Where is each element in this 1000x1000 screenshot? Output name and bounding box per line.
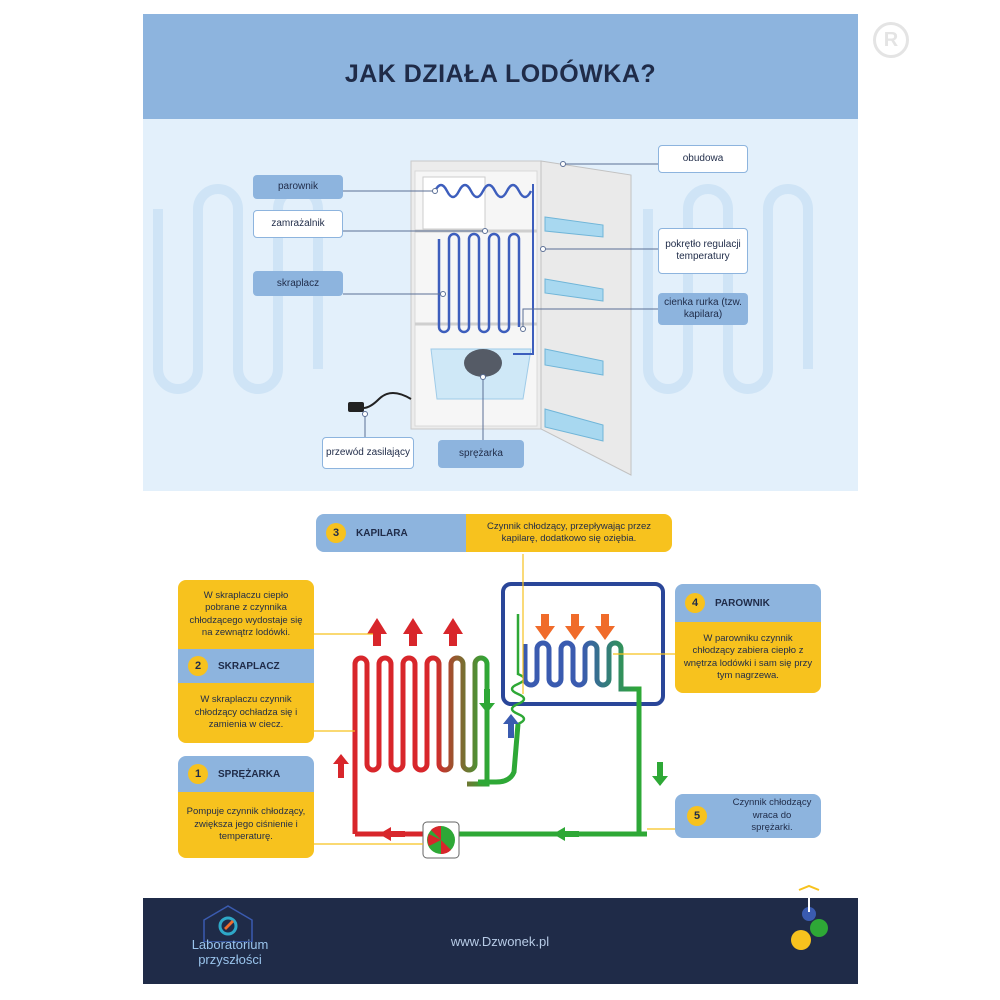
step-parownik-text: W parowniku czynnik chłodzący zabiera ci… bbox=[675, 622, 821, 693]
gears-mascot-icon bbox=[791, 884, 828, 950]
step-sprezarka-card: 1 SPRĘŻARKA Pompuje czynnik chłodzący, z… bbox=[178, 756, 314, 858]
label-cienka-rurka: cienka rurka (tzw. kapilara) bbox=[658, 293, 748, 325]
fridge-section bbox=[143, 119, 858, 491]
label-parownik: parownik bbox=[253, 175, 343, 199]
step-skraplacz-title: SKRAPLACZ bbox=[218, 660, 280, 672]
step-powrot-text: Czynnik chłodzący wraca do sprężarki. bbox=[723, 794, 821, 838]
step-skraplacz-number: 2 bbox=[188, 656, 208, 676]
step-parownik-title: PAROWNIK bbox=[715, 597, 770, 609]
step-parownik-card: 4 PAROWNIK W parowniku czynnik chłodzący… bbox=[675, 584, 821, 693]
label-pokretlo: pokrętło regulacji temperatury bbox=[658, 228, 748, 274]
step-kapilara-number: 3 bbox=[326, 523, 346, 543]
step-skraplacz-text-top: W skraplaczu ciepło pobrane z czynnika c… bbox=[178, 580, 314, 649]
label-skraplacz: skraplacz bbox=[253, 271, 343, 296]
footer-logo-line2: przyszłości bbox=[198, 951, 262, 967]
step-skraplacz-text-bottom: W skraplaczu czynnik chłodzący ochładza … bbox=[178, 683, 314, 743]
footer: Laboratorium przyszłości www.Dzwonek.pl bbox=[143, 884, 858, 984]
step-kapilara-card: 3 KAPILARA Czynnik chłodzący, przepływaj… bbox=[316, 514, 672, 552]
label-sprezarka: sprężarka bbox=[438, 440, 524, 468]
step-sprezarka-number: 1 bbox=[188, 764, 208, 784]
step-parownik-number: 4 bbox=[685, 593, 705, 613]
rocket-gear-icon bbox=[203, 905, 253, 942]
header-band: JAK DZIAŁA LODÓWKA? bbox=[143, 14, 858, 119]
label-obudowa: obudowa bbox=[658, 145, 748, 173]
footer-logo-line1: Laboratorium bbox=[191, 937, 269, 952]
step-powrot-number: 5 bbox=[687, 806, 707, 826]
step-powrot-header: 5 bbox=[675, 794, 723, 838]
step-kapilara-title: KAPILARA bbox=[356, 527, 408, 539]
step-skraplacz-card: W skraplaczu ciepło pobrane z czynnika c… bbox=[178, 580, 314, 743]
registered-mark-icon: R bbox=[873, 22, 909, 58]
step-sprezarka-header: 1 SPRĘŻARKA bbox=[178, 756, 314, 792]
step-kapilara-text: Czynnik chłodzący, przepływając przez ka… bbox=[466, 514, 672, 552]
step-kapilara-header: 3 KAPILARA bbox=[316, 514, 466, 552]
step-sprezarka-text: Pompuje czynnik chłodzący, zwiększa jego… bbox=[178, 792, 314, 858]
label-przewod: przewód zasilający bbox=[322, 437, 414, 469]
page-title: JAK DZIAŁA LODÓWKA? bbox=[344, 60, 657, 88]
step-sprezarka-title: SPRĘŻARKA bbox=[218, 768, 281, 780]
step-powrot-card: 5 Czynnik chłodzący wraca do sprężarki. bbox=[675, 794, 821, 838]
fridge-illustration bbox=[153, 160, 813, 476]
footer-logo-text: Laboratorium przyszłości bbox=[175, 937, 285, 968]
poster: JAK DZIAŁA LODÓWKA? bbox=[143, 14, 858, 984]
step-skraplacz-header: 2 SKRAPLACZ bbox=[178, 649, 314, 683]
website-link[interactable]: www.Dzwonek.pl bbox=[450, 934, 550, 949]
label-zamrazalnik: zamrażalnik bbox=[253, 210, 343, 238]
step-parownik-header: 4 PAROWNIK bbox=[675, 584, 821, 622]
cycle-diagram bbox=[303, 554, 677, 859]
